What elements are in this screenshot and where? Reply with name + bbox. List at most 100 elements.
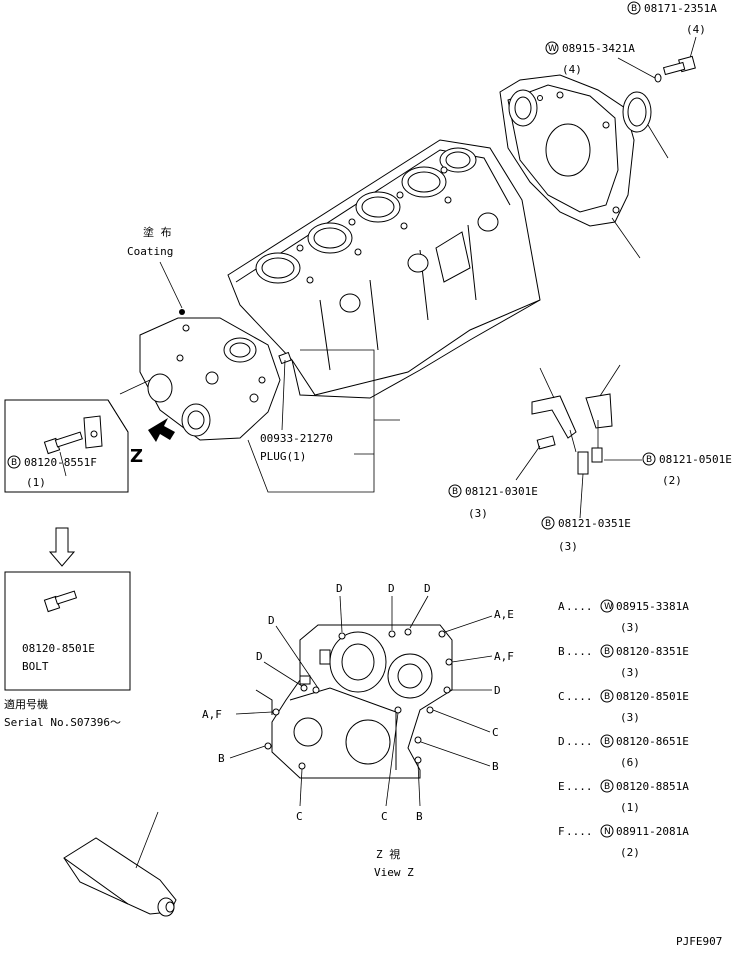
legend-quantity: (3) [620,621,640,634]
part-marker-circle [448,484,462,498]
legend-key: F [558,825,565,838]
part-quantity: (3) [468,507,488,520]
legend-quantity: (2) [620,846,640,859]
coating-callout: 塗 布 Coating [127,225,183,309]
view-z-label: B [492,760,499,773]
leader-line [611,217,641,259]
view-z-arrow-label: Z [130,446,143,467]
plug-bracket-line [247,349,375,493]
part-marker-circle [541,516,555,530]
flywheel-bolt-callout: B 08171-2351A (4) [627,1,717,59]
leader-line [617,57,656,79]
legend-part-number: 08120-8501E [616,690,689,703]
legend-dots: .... [566,780,593,793]
part-quantity: (2) [662,474,682,487]
flywheel-housing-drawing [499,74,669,259]
legend-part-number: 08120-8851A [616,780,689,793]
leader-line [159,261,183,309]
new-bolt-part-number: 08120-8501E [22,642,95,655]
legend-dots: .... [566,600,593,613]
leader-line [119,379,151,395]
leader-line [689,36,697,59]
view-z-label: B [416,810,423,823]
coating-label-en: Coating [127,245,173,258]
view-z-label: C [381,810,388,823]
coating-point [179,309,185,315]
view-z-caption-en: View Z [374,866,414,879]
part-number: 08915-3421A [562,42,635,55]
part-marker-letter: B [646,455,652,465]
part-marker-circle [642,452,656,466]
part-marker-letter: W [548,44,557,54]
part-marker-circle [600,689,614,703]
drawing-code: PJFE907 [676,935,722,948]
part-number: 08121-0501E [659,453,732,466]
part-marker-letter: B [604,737,610,747]
legend-dots: .... [566,735,593,748]
view-z-arrow: Z [130,418,175,467]
sealant-tube-drawing [63,811,177,917]
new-bolt-box: 08120-8501E BOLT [4,571,131,691]
part-number: 08121-0351E [558,517,631,530]
leader-line [281,359,286,431]
legend-part-number: 08120-8651E [616,735,689,748]
leader-line [59,451,67,477]
view-z-label: B [218,752,225,765]
bracket-bolt-callout-3: B 08121-0351E (3) [541,473,631,553]
view-z-drawing [255,624,453,779]
legend-key: E [558,780,565,793]
part-marker-letter: B [604,647,610,657]
part-quantity: (4) [562,63,582,76]
view-z-label: C [296,810,303,823]
left-box-frame [4,399,129,493]
bracket-bolt-callout-2: B 08121-0301E (3) [448,445,541,520]
leader-line [515,445,541,481]
view-z-label: D [336,582,343,595]
legend-dots: .... [566,645,593,658]
replacement-arrow [48,527,76,567]
plug-callout: 00933-21270 PLUG(1) [247,349,400,493]
part-marker-circle [600,734,614,748]
part-marker-circle [7,455,21,469]
new-bolt-label: BOLT [22,660,49,673]
flywheel-bolt-drawing [654,55,696,83]
view-z-label: C [492,726,499,739]
legend-key: A [558,600,565,613]
legend-key: B [558,645,565,658]
new-bolt-box-frame [4,571,131,691]
cylinder-bore [439,147,477,173]
part-marker-letter: B [452,487,458,497]
bracket-drawing [531,364,621,475]
part-quantity: (4) [686,23,706,36]
part-marker-letter: N [604,827,611,837]
serial-applicability: 適用号機 Serial No.S07396～ [4,697,121,729]
legend-dots: .... [566,690,593,703]
view-z-label: A,F [202,708,222,721]
view-z-label: D [388,582,395,595]
legend-quantity: (1) [620,801,640,814]
legend-part-number: 08911-2081A [616,825,689,838]
legend-quantity: (3) [620,666,640,679]
legend-part-number: 08915-3381A [616,600,689,613]
legend-row: E.... B 08120-8851A (1) [558,779,689,814]
view-z-label: A,F [494,650,514,663]
part-marker-letter: B [604,782,610,792]
part-marker-letter: W [604,602,613,612]
plug-part-number: 00933-21270 [260,432,333,445]
part-marker-circle [545,41,559,55]
part-quantity: (1) [26,476,46,489]
view-z-label: A,E [494,608,514,621]
view-z-label: D [268,614,275,627]
legend-part-number: 08120-8351E [616,645,689,658]
part-marker-letter: B [604,692,610,702]
legend-key: C [558,690,565,703]
part-marker-letter: B [545,519,551,529]
legend-key: D [558,735,565,748]
part-marker-circle [600,644,614,658]
view-z-caption-jp: Z 視 [376,847,400,861]
